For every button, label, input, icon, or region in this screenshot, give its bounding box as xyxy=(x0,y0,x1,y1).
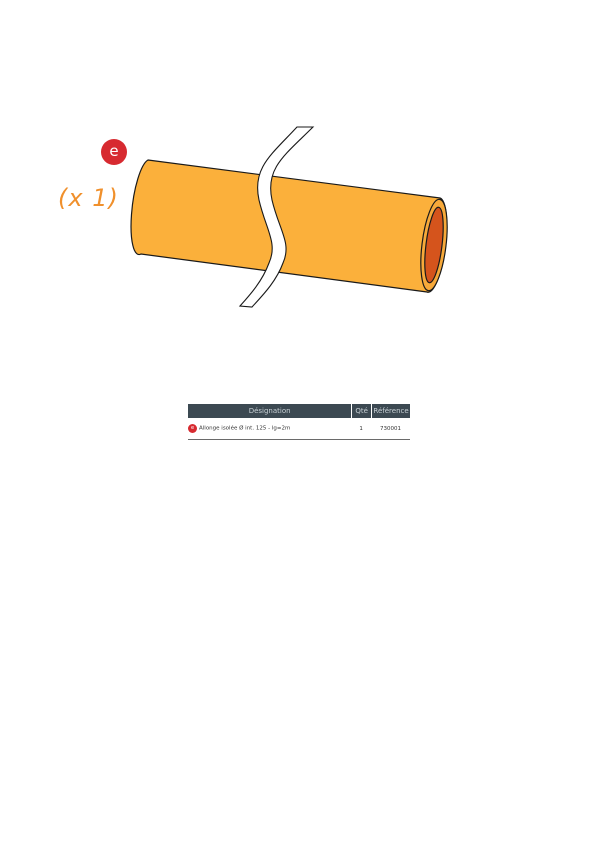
cell-reference: 730001 xyxy=(371,418,410,440)
header-reference: Référence xyxy=(371,404,410,418)
pipe-break xyxy=(238,126,315,308)
pipe-inner xyxy=(424,206,444,284)
header-designation: Désignation xyxy=(188,404,352,418)
designation-text: Allonge isolée Ø int. 125 - lg=2m xyxy=(199,425,291,432)
table-header-row: Désignation Qté Référence xyxy=(188,404,410,418)
row-part-badge: e xyxy=(188,424,197,433)
part-badge: e xyxy=(101,139,127,165)
header-qty: Qté xyxy=(351,404,372,418)
quantity-label: (x 1) xyxy=(58,184,119,212)
cell-qty: 1 xyxy=(351,418,372,440)
pipe-body xyxy=(130,159,448,293)
